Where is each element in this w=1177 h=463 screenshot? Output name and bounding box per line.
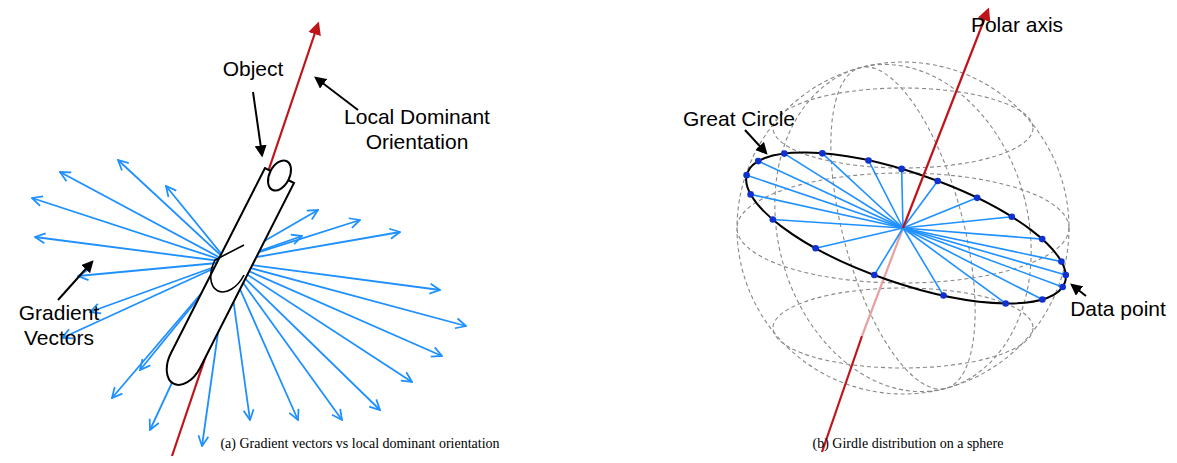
data-points — [743, 150, 1069, 307]
data-point — [747, 191, 754, 198]
gradient-vector — [32, 198, 228, 262]
girdle-vector — [903, 228, 1066, 275]
gradient-vector — [118, 160, 228, 262]
data-point — [812, 245, 819, 252]
polar-axis — [903, 10, 988, 228]
girdle-vector — [903, 228, 1061, 262]
girdle-vector — [903, 228, 1042, 300]
data-point — [934, 178, 941, 185]
data-point — [898, 166, 905, 173]
data-point — [940, 292, 947, 299]
gradient-vector — [228, 262, 466, 326]
data-point — [1062, 272, 1069, 279]
data-point — [755, 158, 762, 165]
gradient-vector — [228, 262, 442, 356]
leader-arrow — [253, 92, 262, 155]
girdle-points — [747, 153, 1066, 303]
girdle-vector — [902, 169, 903, 228]
data-point — [770, 216, 777, 223]
gradient-vector — [60, 172, 228, 262]
gradient-vector — [78, 262, 228, 276]
girdle-vector — [758, 161, 903, 228]
data-point — [819, 150, 826, 157]
data-point — [781, 150, 788, 157]
great-circle — [729, 121, 1083, 334]
callout-label: Great Circle — [674, 106, 804, 131]
data-point — [1039, 296, 1046, 303]
girdle-vector — [751, 194, 903, 228]
data-point — [1008, 213, 1015, 220]
gradient-vector — [228, 262, 412, 382]
girdle-vector — [816, 228, 903, 248]
data-point — [1058, 258, 1065, 265]
subfigure-caption: (a) Gradient vectors vs local dominant o… — [140, 436, 580, 453]
object-cylinder — [167, 157, 296, 385]
leader-arrow — [745, 130, 766, 153]
leader-arrow — [58, 262, 92, 300]
data-point — [743, 172, 750, 179]
gradient-vector — [166, 186, 228, 262]
gradient-vector — [228, 262, 342, 420]
data-point — [1059, 284, 1066, 291]
subfigure-caption: (b) Girdle distribution on a sphere — [768, 436, 1048, 453]
data-point — [974, 195, 981, 202]
data-point — [1039, 236, 1046, 243]
gradient-vector — [35, 237, 228, 262]
gradient-vector — [228, 262, 380, 410]
data-point — [865, 157, 872, 164]
callout-label: Local Dominant Orientation — [322, 104, 512, 154]
girdle-vector — [874, 228, 903, 275]
girdle-vector — [822, 153, 903, 228]
data-point — [871, 272, 878, 279]
callout-label: Gradient Vectors — [6, 300, 112, 350]
gradient-vector — [228, 262, 440, 290]
polar-axis — [822, 336, 862, 452]
data-point — [1002, 300, 1009, 307]
callout-label: Object — [205, 56, 301, 81]
callout-label: Polar axis — [965, 12, 1069, 37]
leader-arrow — [1072, 285, 1086, 296]
callout-label: Data point — [1064, 296, 1172, 321]
girdle-vector — [903, 217, 1012, 228]
girdle-vector — [868, 160, 903, 228]
